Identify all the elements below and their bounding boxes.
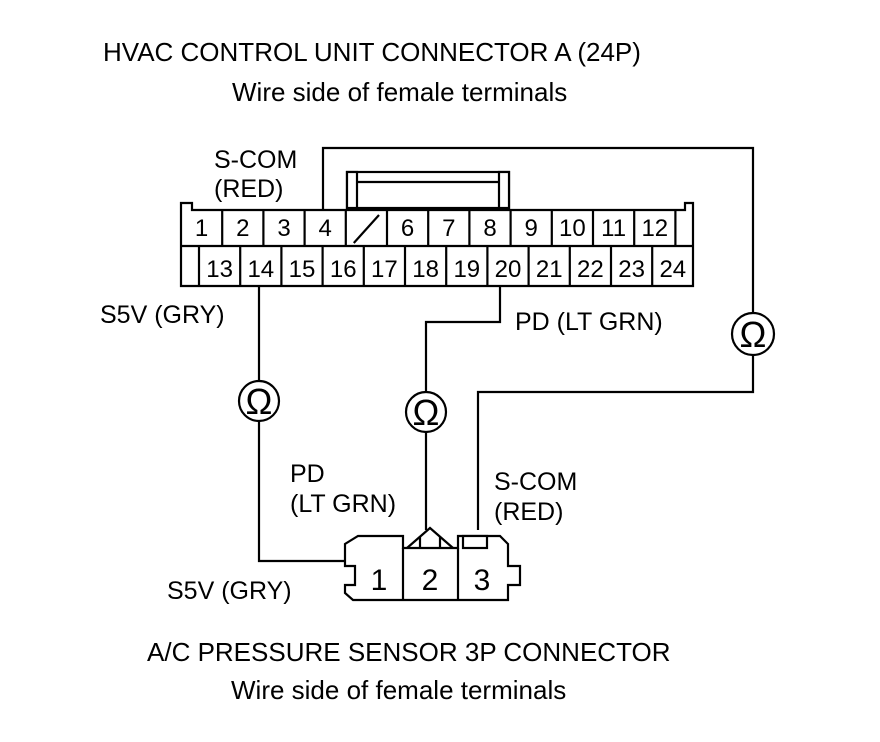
sensor-connector-title: A/C PRESSURE SENSOR 3P CONNECTOR [147,637,671,667]
label-scom-top: S-COM [214,146,297,174]
ohm-icon: Ω [740,314,767,355]
connector-pin-1: 1 [195,215,208,242]
connector-pin-23: 23 [618,256,645,283]
wires [257,146,755,563]
wire-scom-lower [476,356,755,530]
connector-pin-24: 24 [659,256,686,283]
connector-pin-13: 13 [206,256,233,283]
connector-pin-2: 2 [236,215,249,242]
connector-pin-19: 19 [453,256,480,283]
ohmmeter-s5v: Ω [237,379,281,423]
connector-pin-9: 9 [525,215,538,242]
connector-pin-17: 17 [371,256,398,283]
label-scom-bottom: S-COM [494,468,577,496]
ohmmeter-pd: Ω [404,390,448,434]
label-s5v-bottom: S5V (GRY) [167,577,292,605]
connector-pin-16: 16 [330,256,357,283]
ohmmeter-scom: Ω [730,311,776,357]
sensor-pin-2: 2 [422,564,439,597]
sensor-connector-body [343,534,522,602]
connector-pin-4: 4 [319,215,332,242]
connector-latch-left [345,170,359,210]
label-pd-top: PD (LT GRN) [515,308,663,336]
blocked-cavity [352,214,380,244]
connector-body [179,201,695,288]
wire-scom [321,146,755,312]
connector-pin-3: 3 [277,215,290,242]
ohm-icon: Ω [246,381,273,422]
connector-pin-14: 14 [247,256,274,283]
sensor-pin-1: 1 [371,564,388,597]
connector-pin-12: 12 [641,215,668,242]
hvac-connector-subtitle: Wire side of female terminals [232,77,567,107]
connector-pin-20: 20 [495,256,522,283]
label-pd-bottom-color: (LT GRN) [290,490,396,518]
connector-pin-18: 18 [412,256,439,283]
label-scom-bottom-color: (RED) [494,498,563,526]
connector-pin-6: 6 [401,215,414,242]
connector-latch [345,170,511,210]
connector-pin-22: 22 [577,256,604,283]
connector-pin-15: 15 [289,256,316,283]
hvac-connector-title: HVAC CONTROL UNIT CONNECTOR A (24P) [103,37,641,67]
connector-pin-11: 11 [601,215,626,242]
sensor-connector-subtitle: Wire side of female terminals [231,675,566,705]
connector-pin-21: 21 [536,256,563,283]
connector-pin-7: 7 [442,215,455,242]
sensor-connector: 1 2 3 [343,526,522,602]
connector-latch-right [497,170,511,210]
label-scom-top-color: (RED) [214,175,283,203]
connector-pin-10: 10 [559,215,586,242]
ohm-icon: Ω [413,392,440,433]
wire-s5v-lower [257,420,350,563]
sensor-pin-3: 3 [474,564,491,597]
sensor-terminal-3-tab [461,534,489,550]
connector-pin-8: 8 [483,215,496,242]
wire-pd [424,285,502,392]
label-s5v-top: S5V (GRY) [100,301,225,329]
label-pd-bottom: PD [290,460,325,488]
